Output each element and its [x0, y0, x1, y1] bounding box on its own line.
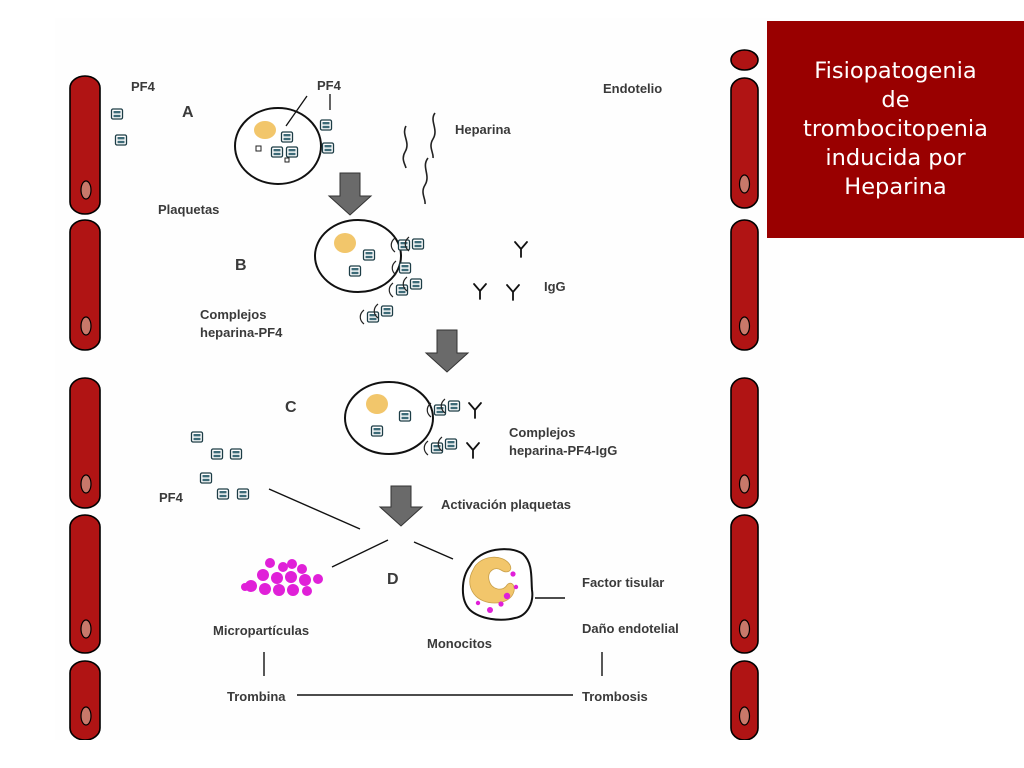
pf4-label-top: PF4: [317, 78, 342, 93]
step-d-label: D: [387, 571, 399, 588]
plaquetas-label: Plaquetas: [158, 202, 219, 217]
endothelial-nucleus: [80, 316, 92, 336]
vessel-segment: [69, 377, 101, 509]
endothelial-nucleus: [738, 474, 751, 494]
platelet-c: [344, 381, 434, 455]
heparina-label: Heparina: [455, 122, 511, 137]
microparticulas-label: Micropartículas: [213, 623, 309, 638]
slide-title-line: trombocitopenia: [803, 116, 988, 142]
slide-title-box: Fisiopatogenia de trombocitopenia induci…: [767, 21, 1024, 238]
complejos-hep-pf4-label: Complejos: [200, 307, 266, 322]
slide-title: Fisiopatogenia de trombocitopenia induci…: [803, 57, 988, 202]
vessel-segment: [730, 660, 759, 740]
vessel-segment: [730, 219, 759, 351]
vessel-segment: [730, 377, 759, 509]
trombina-label: Trombina: [227, 689, 286, 704]
trombosis-label: Trombosis: [582, 689, 648, 704]
figure-panel: PF4 A PF4 Endotelio Heparina Plaquetas B…: [55, 18, 780, 740]
complejos-igg-label-2: heparina-PF4-IgG: [509, 443, 617, 458]
heparin-pf4-igg-complexes: [423, 398, 482, 459]
igg-antibodies: [473, 241, 528, 301]
step-c-label: C: [285, 399, 297, 416]
slide-title-line: Fisiopatogenia: [814, 58, 977, 84]
vessel-segment: [69, 75, 101, 215]
dano-endotelial-label: Daño endotelial: [582, 621, 679, 636]
endothelial-nucleus: [738, 316, 751, 336]
vessel-wall-left: [69, 75, 101, 740]
arrow-icon-1: [327, 172, 373, 216]
vessel-segment: [69, 660, 101, 740]
vessel-segment: [730, 514, 759, 654]
step-b-label: B: [235, 257, 247, 274]
complejos-igg-label: Complejos: [509, 425, 575, 440]
hit-pathophysiology-diagram: PF4 A PF4 Endotelio Heparina Plaquetas B…: [69, 49, 759, 740]
microparticles: [241, 558, 323, 596]
step-a-label: A: [182, 104, 194, 121]
arrow-icon-3: [378, 485, 424, 527]
complejos-hep-pf4-label-2: heparina-PF4: [200, 325, 283, 340]
endothelial-nucleus: [80, 619, 92, 639]
monocyte: [461, 548, 534, 621]
arrow-icon-2: [424, 329, 470, 373]
endothelial-nucleus: [80, 706, 92, 726]
endothelial-nucleus: [738, 174, 751, 194]
pf4-free-c: [190, 431, 250, 500]
vessel-segment: [730, 49, 759, 71]
vessel-segment: [69, 514, 101, 654]
endothelial-nucleus: [738, 619, 751, 639]
factor-tisular-label: Factor tisular: [582, 575, 664, 590]
slide-title-line: Heparina: [844, 174, 947, 200]
vessel-segment: [730, 77, 759, 209]
slide-title-line: de: [881, 87, 910, 113]
connector-lines: [263, 488, 603, 696]
endothelial-nucleus: [80, 180, 92, 200]
slide-title-line: inducida por: [825, 145, 966, 171]
pf4-label-top-left: PF4: [131, 79, 156, 94]
heparin-strands: [402, 112, 436, 205]
activacion-label: Activación plaquetas: [441, 497, 571, 512]
vessel-wall-right: [730, 49, 759, 740]
vessel-segment: [69, 219, 101, 351]
pf4-label-left: PF4: [159, 490, 184, 505]
igg-label: IgG: [544, 279, 566, 294]
endothelial-nucleus: [738, 706, 751, 726]
monocitos-label: Monocitos: [427, 636, 492, 651]
platelet-b: [314, 219, 402, 293]
endotelio-label: Endotelio: [603, 81, 662, 96]
platelet-a: [234, 94, 331, 185]
endothelial-nucleus: [80, 474, 92, 494]
